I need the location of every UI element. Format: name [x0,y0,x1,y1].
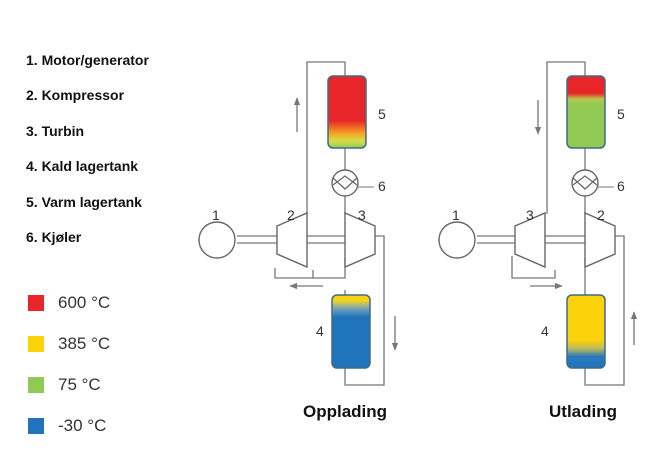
cold-loop-line [274,235,385,386]
temperature-legend: 600 °C 385 °C 75 °C -30 °C [28,282,110,446]
legend-swatch [28,335,44,352]
legend-row: 385 °C [28,323,110,364]
discharging-hot-tank [566,75,606,149]
component-item: 2. Kompressor [26,87,125,104]
charging-hot-tank [327,75,367,149]
discharging-cold-tank [566,294,606,369]
legend-swatch [28,294,44,311]
discharging-label-cold-tank: 4 [541,323,549,339]
discharging-caption: Utlading [549,402,617,421]
discharging-diagram [477,61,625,386]
component-item: 3. Turbin [26,122,85,139]
discharging-turbine [514,211,546,269]
charging-diagram [237,61,385,386]
component-item: 6. Kjøler [26,228,82,245]
charging-label-turbine: 3 [358,207,366,223]
charging-label-hot-tank: 5 [378,106,386,122]
legend-row: 75 °C [28,364,110,405]
discharging-cooler [571,169,599,197]
component-list: 1. Motor/generator 2. Kompressor 3. Turb… [26,50,149,262]
charging-cold-tank [331,294,371,369]
component-item: 1. Motor/generator [26,52,149,68]
charging-label-motor: 1 [212,207,220,223]
charging-cooler [331,169,359,197]
hot-loop-line [306,61,346,214]
charging-turbine [344,211,376,269]
legend-label: 600 °C [58,292,111,312]
charging-compressor [276,211,308,269]
charging-label-compressor: 2 [287,207,295,223]
charging-cooler-coil [332,175,358,190]
discharging-label-motor: 1 [452,207,460,223]
legend-label: 75 °C [58,374,101,394]
discharging-motor-generator [438,221,476,259]
legend-row: -30 °C [28,405,110,446]
legend-label: 385 °C [58,333,111,353]
hot-loop-line-discharge [546,61,586,214]
component-item: 4. Kald lagertank [26,158,139,175]
component-item: 5. Varm lagertank [26,193,142,210]
cold-loop-line-discharge [511,235,625,386]
discharging-compressor [584,211,616,269]
legend-swatch [28,376,44,393]
charging-caption: Opplading [303,402,388,421]
discharging-label-compressor: 2 [597,207,605,223]
discharging-cooler-coil [572,175,598,190]
charging-motor-generator [198,221,236,259]
charging-label-cooler: 6 [378,178,386,194]
charging-label-cold-tank: 4 [316,323,324,339]
legend-label: -30 °C [58,415,107,435]
legend-swatch [28,417,44,434]
discharging-label-cooler: 6 [617,178,625,194]
legend-row: 600 °C [28,282,110,323]
discharging-label-hot-tank: 5 [617,106,625,122]
discharging-label-turbine: 3 [526,207,534,223]
